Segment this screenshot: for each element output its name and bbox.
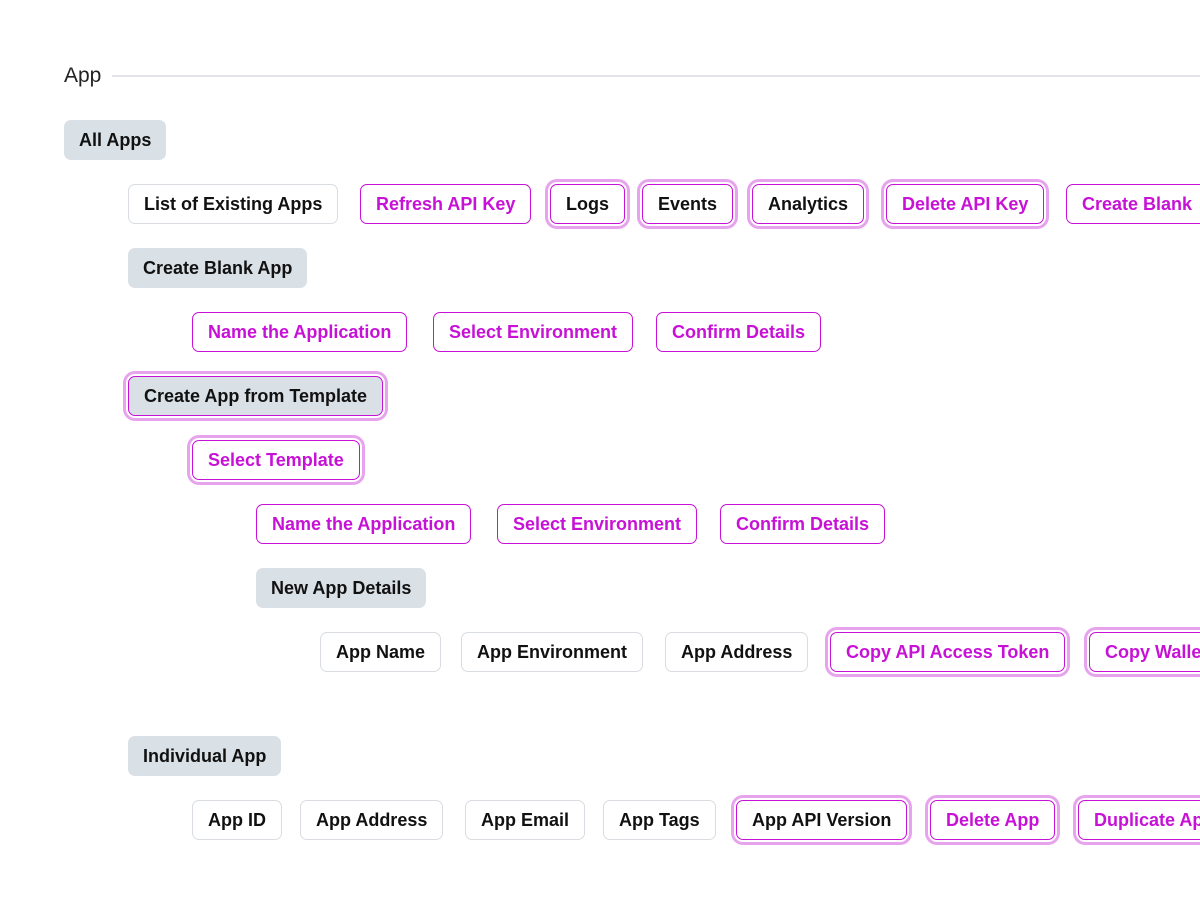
node-copy-api-access-token[interactable]: Copy API Access Token	[830, 632, 1066, 672]
node-delete-api-key[interactable]: Delete API Key	[886, 184, 1045, 224]
node-all-apps[interactable]: All Apps	[64, 120, 167, 160]
section-title: App	[64, 64, 102, 87]
node-list-existing-apps[interactable]: List of Existing Apps	[128, 184, 339, 224]
node-app-name[interactable]: App Name	[320, 632, 442, 672]
node-create-blank-truncated[interactable]: Create Blank	[1066, 184, 1200, 224]
node-blank-select-environment[interactable]: Select Environment	[433, 312, 634, 352]
node-template-confirm-details[interactable]: Confirm Details	[720, 504, 886, 544]
node-app-api-version[interactable]: App API Version	[736, 800, 908, 840]
node-app-address[interactable]: App Address	[300, 800, 444, 840]
node-events[interactable]: Events	[642, 184, 734, 224]
node-analytics[interactable]: Analytics	[752, 184, 865, 224]
node-delete-app[interactable]: Delete App	[930, 800, 1056, 840]
node-duplicate-app-truncated[interactable]: Duplicate Ap	[1078, 800, 1200, 840]
node-individual-app[interactable]: Individual App	[128, 736, 282, 776]
node-new-app-address[interactable]: App Address	[665, 632, 809, 672]
node-app-email[interactable]: App Email	[465, 800, 586, 840]
node-create-blank-app[interactable]: Create Blank App	[128, 248, 308, 288]
node-blank-name-application[interactable]: Name the Application	[192, 312, 408, 352]
node-template-select-environment[interactable]: Select Environment	[497, 504, 698, 544]
node-logs[interactable]: Logs	[550, 184, 625, 224]
node-app-id[interactable]: App ID	[192, 800, 282, 840]
node-app-environment[interactable]: App Environment	[461, 632, 644, 672]
node-select-template[interactable]: Select Template	[192, 440, 360, 480]
node-create-app-from-template[interactable]: Create App from Template	[128, 376, 384, 416]
node-copy-wallet-truncated[interactable]: Copy Walle	[1089, 632, 1200, 672]
node-app-tags[interactable]: App Tags	[603, 800, 716, 840]
section-divider	[112, 75, 1200, 77]
node-refresh-api-key[interactable]: Refresh API Key	[360, 184, 532, 224]
node-blank-confirm-details[interactable]: Confirm Details	[656, 312, 822, 352]
node-new-app-details[interactable]: New App Details	[256, 568, 427, 608]
node-template-name-application[interactable]: Name the Application	[256, 504, 472, 544]
